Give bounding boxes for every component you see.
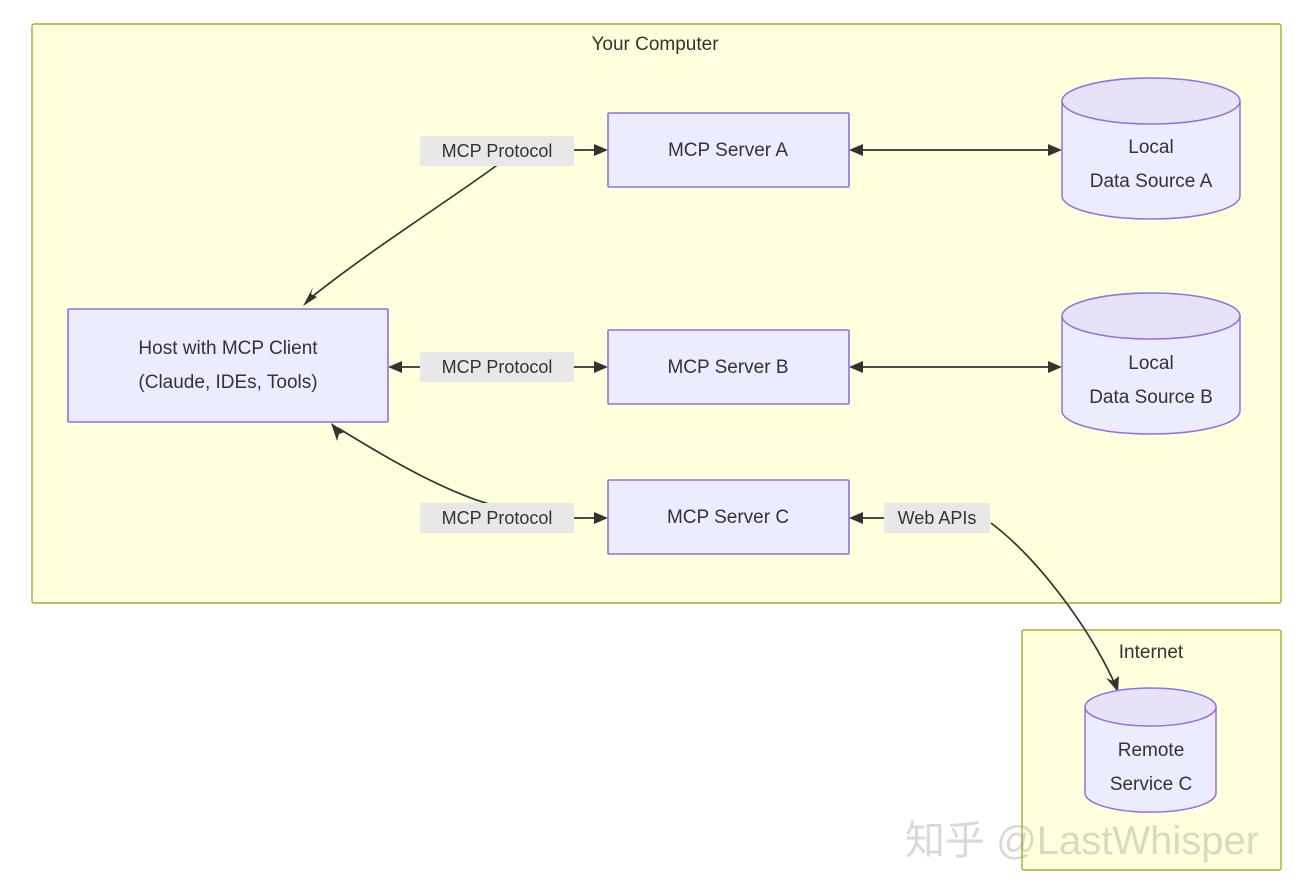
- edge-server-b-data-b-arrowhead-right: [1048, 361, 1062, 373]
- edge-server-b-data-b: [849, 361, 1062, 373]
- edge-server-a-data-a-arrowhead-right: [1048, 144, 1062, 156]
- edge-host-server-b-arrowhead-right: [594, 361, 608, 373]
- cluster-your-computer-title: Your Computer: [591, 34, 719, 55]
- node-server-b-label: MCP Server B: [667, 357, 788, 378]
- node-data-source-a-label-line1: Local: [1128, 137, 1173, 158]
- edge-server-c-remote-c-arrowhead-bottom: [1106, 676, 1119, 692]
- node-server-a[interactable]: MCP Server A: [607, 112, 850, 188]
- cluster-your-computer: Your Computer: [31, 23, 1282, 604]
- node-data-source-a[interactable]: Local Data Source A: [1061, 77, 1241, 220]
- edge-host-server-c: [331, 423, 608, 524]
- edge-host-server-a-arrowhead: [303, 287, 317, 306]
- edge-label-mcp-protocol-c: MCP Protocol: [420, 503, 574, 533]
- edge-label-mcp-protocol-b-text: MCP Protocol: [442, 357, 553, 377]
- edge-server-b-data-b-arrowhead-left: [849, 361, 863, 373]
- edge-server-c-remote-c-arrowhead-left: [849, 512, 863, 524]
- node-server-c-label: MCP Server C: [667, 507, 789, 528]
- node-data-source-a-body[interactable]: [1061, 100, 1241, 220]
- edge-server-c-remote-c: [849, 512, 1119, 692]
- node-server-b[interactable]: MCP Server B: [607, 329, 850, 405]
- edge-label-mcp-protocol-a: MCP Protocol: [420, 136, 574, 166]
- node-data-source-a-top: [1061, 77, 1241, 125]
- node-data-source-b-label-line2: Data Source B: [1089, 387, 1213, 408]
- edge-label-mcp-protocol-a-bg: [420, 136, 574, 166]
- node-server-a-rect[interactable]: [607, 112, 850, 188]
- node-host[interactable]: Host with MCP Client (Claude, IDEs, Tool…: [67, 308, 389, 423]
- node-data-source-b-label-line1: Local: [1128, 353, 1173, 374]
- cluster-your-computer-rect: [31, 23, 1282, 604]
- node-server-b-rect[interactable]: [607, 329, 850, 405]
- node-remote-service-c-top: [1084, 687, 1217, 727]
- node-remote-service-c-label-line2: Service C: [1110, 774, 1192, 795]
- node-server-c-rect[interactable]: [607, 479, 850, 555]
- node-host-label-line1: Host with MCP Client: [138, 338, 318, 359]
- node-server-c[interactable]: MCP Server C: [607, 479, 850, 555]
- node-host-label-line2: (Claude, IDEs, Tools): [138, 372, 317, 393]
- edge-label-mcp-protocol-c-bg: [420, 503, 574, 533]
- cluster-internet-title: Internet: [1119, 642, 1184, 663]
- edge-label-web-apis-bg: [884, 503, 990, 533]
- node-data-source-a-label-line2: Data Source A: [1090, 171, 1213, 192]
- edge-label-mcp-protocol-a-text: MCP Protocol: [442, 141, 553, 161]
- node-server-a-label: MCP Server A: [668, 140, 788, 161]
- edge-server-a-arrowhead: [594, 144, 608, 156]
- edge-server-c-remote-c-curve: [990, 522, 1115, 683]
- edge-host-server-a-curve: [307, 162, 501, 301]
- edge-server-a-data-a: [849, 144, 1062, 156]
- node-data-source-b[interactable]: Local Data Source B: [1061, 292, 1241, 435]
- node-remote-service-c-label-line1: Remote: [1118, 740, 1185, 761]
- node-remote-service-c-body[interactable]: [1084, 706, 1217, 813]
- node-remote-service-c[interactable]: Remote Service C: [1084, 687, 1217, 813]
- edge-label-web-apis-text: Web APIs: [898, 508, 977, 528]
- node-host-rect[interactable]: [67, 308, 389, 423]
- edge-host-server-a: [303, 144, 608, 306]
- edge-server-c-arrowhead: [594, 512, 608, 524]
- edge-host-server-c-arrowhead: [331, 423, 345, 441]
- edge-host-server-c-curve: [337, 427, 501, 508]
- node-data-source-b-body[interactable]: [1061, 315, 1241, 435]
- edge-server-a-data-a-arrowhead-left: [849, 144, 863, 156]
- edge-label-mcp-protocol-c-text: MCP Protocol: [442, 508, 553, 528]
- node-data-source-b-top: [1061, 292, 1241, 340]
- edge-label-mcp-protocol-b-bg: [420, 352, 574, 382]
- edge-label-mcp-protocol-b: MCP Protocol: [420, 352, 574, 382]
- edge-label-web-apis: Web APIs: [884, 503, 990, 533]
- edge-host-server-b-arrowhead-left: [388, 361, 402, 373]
